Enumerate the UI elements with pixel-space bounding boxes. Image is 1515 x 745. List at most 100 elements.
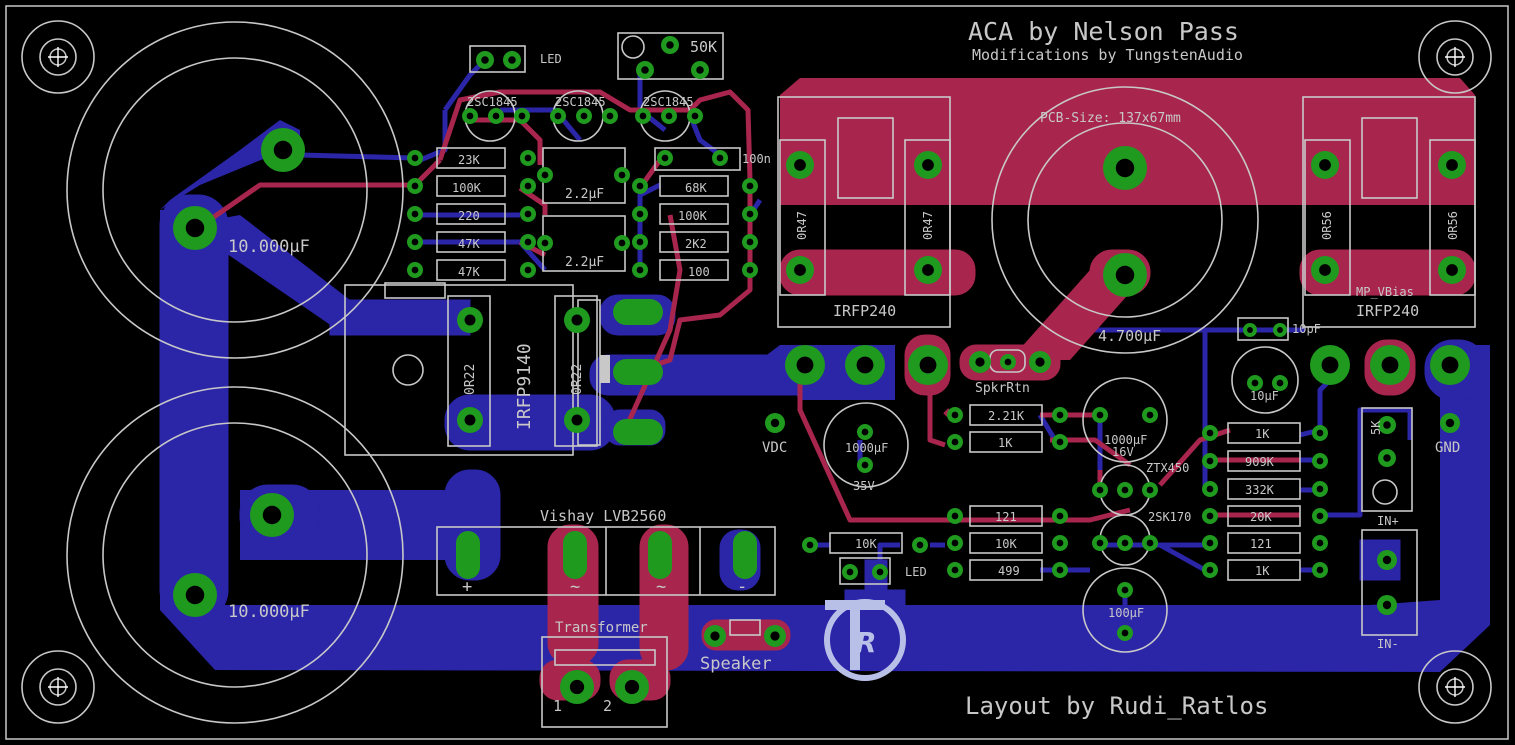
pad-hole: [1206, 429, 1214, 437]
r-100-label: 100: [688, 265, 710, 279]
mounting-hole-tl: [21, 20, 95, 94]
r-1k-b-label: 1K: [1255, 427, 1270, 441]
pad-hole: [1276, 379, 1284, 387]
r-499-label: 499: [998, 564, 1020, 578]
pads-layer: [173, 36, 1470, 704]
pad-hole: [571, 414, 583, 426]
r-47k-1-label: 47K: [458, 237, 480, 251]
r-100k-r-label: 100K: [678, 209, 708, 223]
pad-hole: [1383, 421, 1391, 429]
cap-4700-outline: [991, 86, 1259, 354]
pad-hole: [524, 182, 532, 190]
r-0r22-a-label: 0R22: [463, 364, 478, 395]
pad-hole: [571, 314, 583, 326]
pad-oblong: [613, 359, 663, 385]
board-outline: [5, 5, 1509, 740]
pad-hole: [951, 539, 959, 547]
c-2u2-2-label: 2.2µF: [565, 255, 604, 270]
r-0r22-b-label: 0R22: [570, 364, 585, 395]
pad-hole: [919, 356, 937, 374]
pad-hole: [466, 112, 474, 120]
pad-hole: [492, 112, 500, 120]
pad-hole: [710, 631, 720, 641]
pad-hole: [1056, 566, 1064, 574]
pad-hole: [481, 56, 489, 64]
c-10p-label: 10pF: [1292, 322, 1321, 336]
r-1k-c-label: 1K: [1255, 564, 1270, 578]
transformer-label: Transformer: [555, 620, 648, 636]
tr-logo: R: [824, 599, 906, 681]
pad-hole: [794, 159, 806, 171]
r-121-label: 121: [1250, 537, 1272, 551]
pad-hole: [1096, 486, 1104, 494]
cap-4700-label: 4.700µF: [1098, 327, 1161, 345]
pad-hole: [624, 679, 640, 695]
pad-hole: [1206, 512, 1214, 520]
r-0r47-b-label: 0R47: [921, 211, 935, 240]
pad-hole: [691, 112, 699, 120]
pad-hole: [770, 418, 780, 428]
cap-big-top-outline: [66, 21, 404, 359]
r-1k-label: 1K: [998, 436, 1013, 450]
mounting-hole-tr: [1418, 20, 1492, 94]
pcb-size-label: PCB-Size: 137x67mm: [1040, 111, 1181, 126]
pad-hole: [1446, 264, 1458, 276]
pad-hole: [916, 541, 924, 549]
pad-hole: [1146, 486, 1154, 494]
pad-hole: [524, 266, 532, 274]
t1-label: 2SC1845: [467, 95, 518, 109]
led-label: LED: [540, 52, 562, 66]
c-2u2-1-label: 2.2µF: [565, 187, 604, 202]
board-subtitle: Modifications by TungstenAudio: [972, 46, 1243, 64]
pad-hole: [665, 112, 673, 120]
pad-hole: [1121, 539, 1129, 547]
pad-hole: [716, 154, 724, 162]
gnd-label: GND: [1435, 440, 1460, 456]
pad-hole: [975, 357, 985, 367]
labels-layer: ACA by Nelson Pass Modifications by Tung…: [228, 17, 1460, 720]
mounting-hole-bl: [21, 650, 95, 724]
r-2k2-label: 2K2: [685, 237, 707, 251]
pad-hole: [508, 56, 516, 64]
r-100k-l-label: 100K: [452, 181, 482, 195]
r-220-label: 220: [458, 209, 480, 223]
pad-hole: [861, 428, 869, 436]
pad-hole: [951, 566, 959, 574]
pad-hole: [524, 210, 532, 218]
bottom-copper-layer: [159, 120, 1490, 672]
board-footer: Layout by Rudi_Ratlos: [965, 692, 1268, 720]
rect-pad: [563, 531, 587, 579]
pad-hole: [636, 266, 644, 274]
irfp240-r-label: IRFP240: [1356, 302, 1419, 320]
pad-hole: [1382, 555, 1392, 565]
pad-hole: [554, 112, 562, 120]
c-10u-label: 10µF: [1250, 389, 1279, 403]
r-10k-b-label: 10K: [855, 537, 877, 551]
pad-hole: [411, 266, 419, 274]
pad-hole: [746, 210, 754, 218]
rect-pad: [733, 531, 757, 579]
c-100n-label: 100n: [742, 152, 771, 166]
pad-hole: [861, 461, 869, 469]
pad-hole: [1316, 429, 1324, 437]
pad-hole: [1121, 629, 1129, 637]
pad-hole: [746, 266, 754, 274]
pad-hole: [636, 182, 644, 190]
pad-hole: [1445, 418, 1455, 428]
pad-hole: [262, 505, 282, 525]
irfp9140-label: IRFP9140: [514, 343, 535, 430]
pad-hole: [580, 112, 588, 120]
pad-hole: [951, 411, 959, 419]
pad-hole: [951, 512, 959, 520]
pad-hole: [696, 66, 704, 74]
fet-label: 2SK170: [1148, 510, 1191, 524]
pad-hole: [618, 239, 626, 247]
r-68k-label: 68K: [685, 181, 707, 195]
r-20k-label: 20K: [1250, 510, 1272, 524]
pad-hole: [922, 159, 934, 171]
pad-hole: [1381, 356, 1399, 374]
pad-hole: [1441, 356, 1459, 374]
pad-hole: [1206, 457, 1214, 465]
pad-hole: [1446, 159, 1458, 171]
pad-hole: [518, 112, 526, 120]
